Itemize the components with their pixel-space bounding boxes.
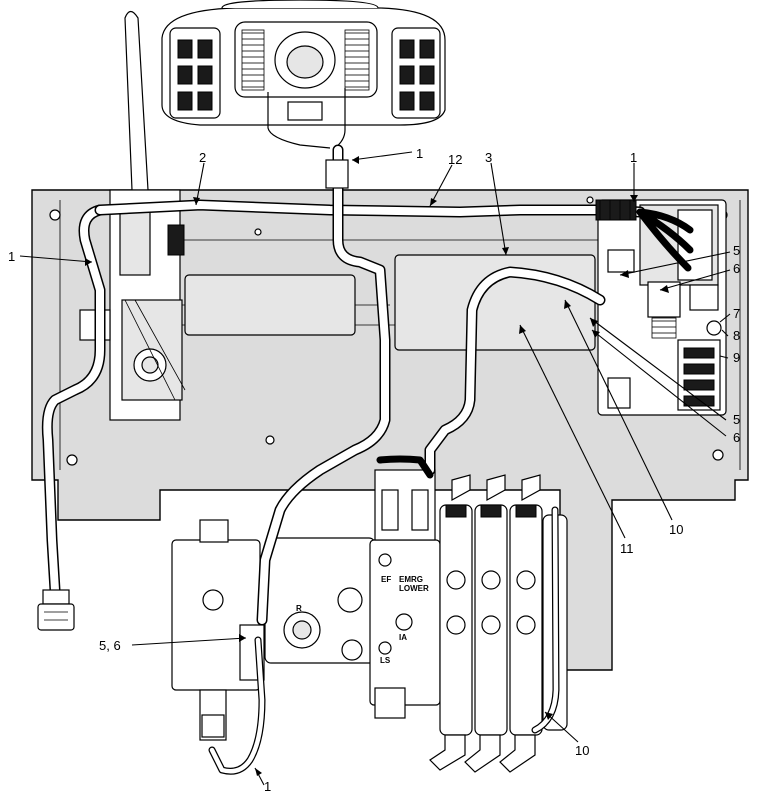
callout-9: 9 <box>733 350 740 365</box>
callout-8: 8 <box>733 328 740 343</box>
valve-mark-r: R <box>296 604 302 613</box>
valve-mark-ia: IA <box>399 633 407 642</box>
callout-11: 11 <box>620 541 634 556</box>
callout-1-left-harness: 1 <box>8 249 15 264</box>
callout-10-mid: 10 <box>669 522 683 537</box>
leader-lines <box>19 151 731 786</box>
callout-5-mid: 5 <box>733 412 740 427</box>
callout-7: 7 <box>733 306 740 321</box>
callout-5-top: 5 <box>733 243 740 258</box>
valve-mark-lower: LOWER <box>399 584 429 593</box>
callout-6-top: 6 <box>733 261 740 276</box>
operator-display-panel <box>161 0 446 149</box>
valve-labels: EF EMRG LOWER IA LS R <box>296 575 429 665</box>
callout-1-bottom: 1 <box>264 779 271 791</box>
callout-12: 12 <box>448 152 462 167</box>
callout-10-bottom: 10 <box>575 743 589 758</box>
wiring-harness <box>37 144 694 775</box>
callout-2: 2 <box>199 150 206 165</box>
valve-mark-emrg: EMRG <box>399 575 423 584</box>
callout-5-6-left: 5, 6 <box>99 638 121 653</box>
callout-6-mid: 6 <box>733 430 740 445</box>
valve-mark-ef: EF <box>381 575 391 584</box>
joystick-lever <box>79 10 186 421</box>
callout-labels: 1 1 2 12 3 1 5 6 7 8 9 5 6 10 11 5, 6 10… <box>8 146 740 791</box>
control-valve-bank <box>264 469 568 773</box>
electronic-control-module <box>597 199 727 416</box>
valve-mark-ls: LS <box>380 656 391 665</box>
callout-1-right-harness: 1 <box>630 150 637 165</box>
callout-3: 3 <box>485 150 492 165</box>
mounting-plate <box>31 189 749 671</box>
pressure-switch-assembly <box>171 519 265 741</box>
callout-1-joystick-harness: 1 <box>416 146 423 161</box>
